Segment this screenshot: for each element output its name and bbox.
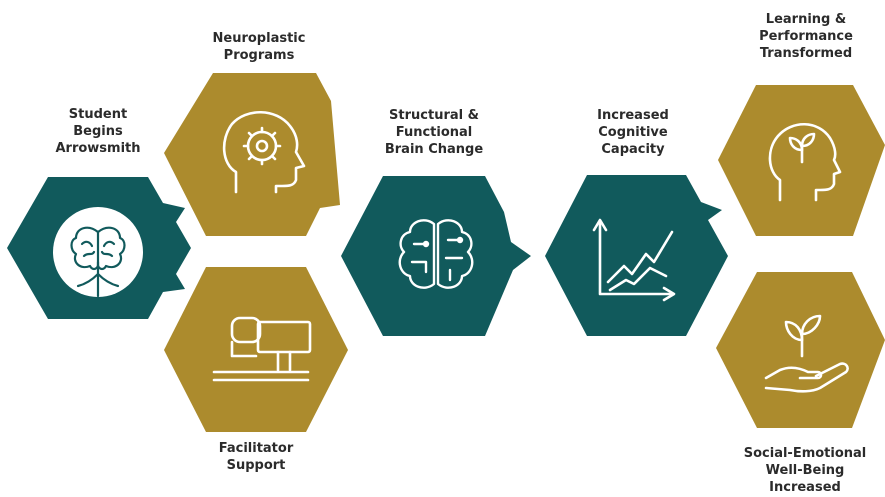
capacity-node xyxy=(545,175,728,336)
learning-label-line-2: Performance xyxy=(759,29,853,44)
learning-label-line-3: Transformed xyxy=(759,46,853,61)
rising-graph-icon xyxy=(592,218,676,302)
capacity-label-line-3: Capacity xyxy=(601,142,665,157)
programs-label-line-1: Neuroplastic xyxy=(212,31,306,46)
circuit-brain-icon xyxy=(398,219,474,289)
programs-label: Neuroplastic Programs xyxy=(194,30,324,64)
student-node xyxy=(7,177,191,319)
student-label-line-3: Arrowsmith xyxy=(55,141,141,156)
wellbeing-label-line-2: Well-Being xyxy=(765,463,845,478)
programs-label-line-2: Programs xyxy=(223,48,295,63)
head-sprout-icon xyxy=(768,123,842,202)
facilitator-label: Facilitator Support xyxy=(196,440,316,474)
wellbeing-node xyxy=(716,272,885,428)
student-label-line-1: Student xyxy=(68,107,128,122)
learning-label-line-1: Learning & xyxy=(765,12,847,27)
brain-tree-icon xyxy=(70,226,126,298)
head-gear-icon xyxy=(222,111,306,194)
capacity-label: Increased Cognitive Capacity xyxy=(572,107,694,158)
capacity-label-line-2: Cognitive xyxy=(598,125,668,140)
learning-node xyxy=(718,85,885,236)
brain-change-label-line-2: Functional xyxy=(395,125,473,140)
hand-plant-icon xyxy=(764,314,849,393)
wellbeing-label-line-1: Social-Emotional xyxy=(743,446,867,461)
brain-change-label-line-1: Structural & xyxy=(389,108,479,123)
student-label-line-2: Begins xyxy=(73,124,123,139)
facilitator-label-line-2: Support xyxy=(226,458,286,473)
facilitator-node xyxy=(164,267,348,432)
wellbeing-label-line-3: Increased xyxy=(769,480,841,495)
brain-change-node xyxy=(341,176,531,336)
wellbeing-label: Social-Emotional Well-Being Increased xyxy=(730,445,880,496)
capacity-label-line-1: Increased xyxy=(597,108,669,123)
brain-change-label-line-3: Brain Change xyxy=(384,142,484,157)
brain-change-label: Structural & Functional Brain Change xyxy=(366,107,502,158)
programs-node xyxy=(164,73,340,236)
learning-label: Learning & Performance Transformed xyxy=(740,11,872,62)
desk-computer-icon xyxy=(212,316,312,382)
student-label: Student Begins Arrowsmith xyxy=(48,106,148,157)
facilitator-label-line-1: Facilitator xyxy=(218,441,294,456)
